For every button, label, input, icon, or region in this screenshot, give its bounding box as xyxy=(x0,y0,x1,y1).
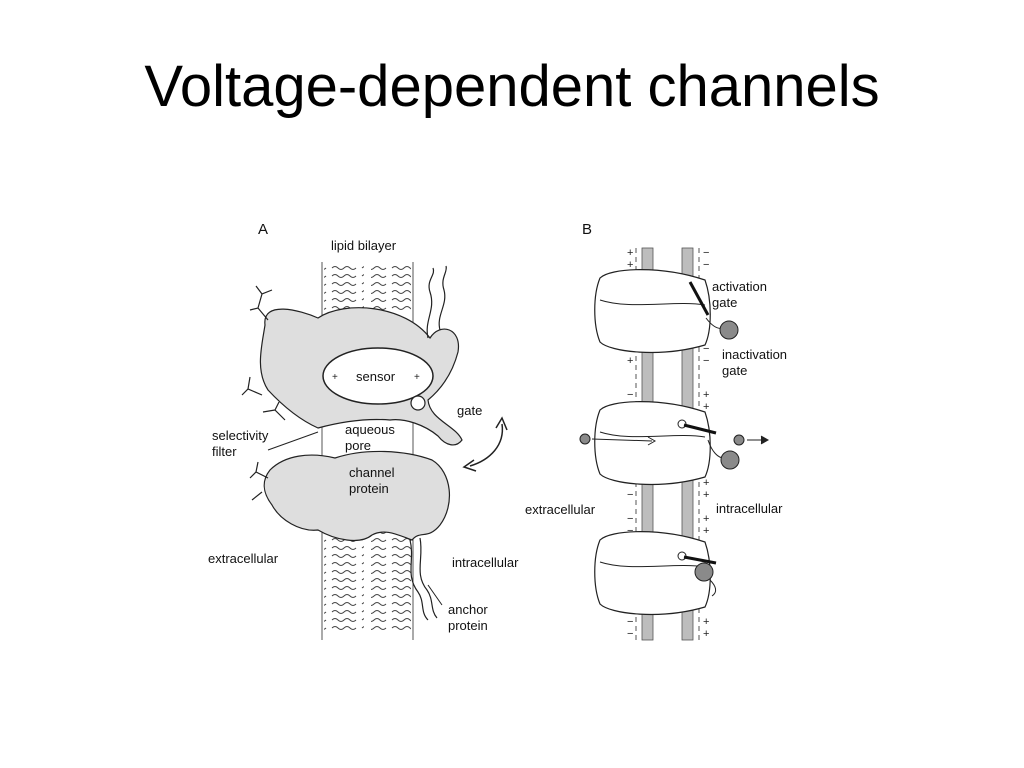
label-extracellular-a: extracellular xyxy=(208,551,279,566)
svg-text:+: + xyxy=(703,389,709,401)
svg-text:−: − xyxy=(627,489,633,501)
label-anchor-line1: anchor xyxy=(448,602,488,617)
svg-text:+: + xyxy=(627,247,633,259)
svg-text:−: − xyxy=(627,525,633,537)
sensor-oval xyxy=(322,347,434,405)
inactivation-ball-3 xyxy=(694,562,714,582)
inactivation-ball-2 xyxy=(720,450,740,470)
svg-text:+: + xyxy=(703,477,709,489)
svg-text:−: − xyxy=(703,343,709,355)
inactivation-ball-1 xyxy=(719,320,739,340)
label-gate: gate xyxy=(457,403,482,418)
sensor-plus-left: + xyxy=(332,372,338,383)
arrowhead-left xyxy=(462,459,477,472)
label-channel-line2: protein xyxy=(349,481,389,496)
ion-in xyxy=(579,433,591,445)
gate-rotation-arrow xyxy=(469,423,504,467)
svg-text:−: − xyxy=(703,247,709,259)
lipid-bilayer-left-top xyxy=(324,262,364,310)
label-aqueous-line2: pore xyxy=(345,438,371,453)
ion-flow-arrow xyxy=(591,438,653,442)
label-activation-line2: gate xyxy=(712,295,737,310)
anchor-pointer xyxy=(427,584,443,606)
label-aqueous-line1: aqueous xyxy=(345,422,395,437)
slide-title: Voltage-dependent channels xyxy=(144,54,880,119)
svg-text:+: + xyxy=(703,616,709,628)
selectivity-pointer xyxy=(267,431,319,451)
activation-gate-3 xyxy=(683,555,717,565)
svg-text:+: + xyxy=(627,355,633,367)
label-activation-line1: activation xyxy=(712,279,767,294)
label-intracellular-a: intracellular xyxy=(452,555,519,570)
channel-state-open xyxy=(579,401,770,485)
svg-text:−: − xyxy=(627,628,633,640)
svg-text:−: − xyxy=(627,616,633,628)
panel-a-letter: A xyxy=(258,221,268,238)
arrowhead-up xyxy=(495,416,508,431)
svg-text:+: + xyxy=(703,401,709,413)
panel-b: B ++ ++ −− −− ++ ++ −− −− ++ ++ −− −− xyxy=(525,221,787,641)
channel-state-closed xyxy=(594,269,739,353)
label-anchor-line2: protein xyxy=(448,618,488,633)
sensor-plus-right: + xyxy=(414,372,420,383)
svg-text:−: − xyxy=(627,513,633,525)
label-lipid-bilayer: lipid bilayer xyxy=(331,238,397,253)
svg-text:+: + xyxy=(703,513,709,525)
svg-text:+: + xyxy=(703,489,709,501)
ion-out xyxy=(733,434,745,446)
label-sensor: sensor xyxy=(356,369,396,384)
panel-b-letter: B xyxy=(582,221,592,238)
svg-text:+: + xyxy=(627,259,633,271)
label-intracellular-b: intracellular xyxy=(716,501,783,516)
label-selectivity-line1: selectivity xyxy=(212,428,269,443)
anchor-strands xyxy=(409,265,447,621)
panel-a: A sensor + + xyxy=(208,221,519,640)
label-inactivation-line1: inactivation xyxy=(722,347,787,362)
svg-text:+: + xyxy=(703,525,709,537)
activation-gate-1 xyxy=(688,281,710,316)
svg-text:+: + xyxy=(703,628,709,640)
svg-text:−: − xyxy=(627,389,633,401)
glycosylation-chains xyxy=(241,285,286,501)
channel-state-inactivated xyxy=(594,531,717,615)
svg-text:−: − xyxy=(703,355,709,367)
gate-circle xyxy=(410,395,426,411)
lipid-bilayer-right-top xyxy=(371,262,411,310)
label-channel-line1: channel xyxy=(349,465,395,480)
label-extracellular-b: extracellular xyxy=(525,502,596,517)
label-inactivation-line2: gate xyxy=(722,363,747,378)
svg-text:−: − xyxy=(703,259,709,271)
channel-protein-lower xyxy=(263,450,451,542)
activation-gate-2 xyxy=(683,423,717,435)
label-selectivity-line2: filter xyxy=(212,444,237,459)
